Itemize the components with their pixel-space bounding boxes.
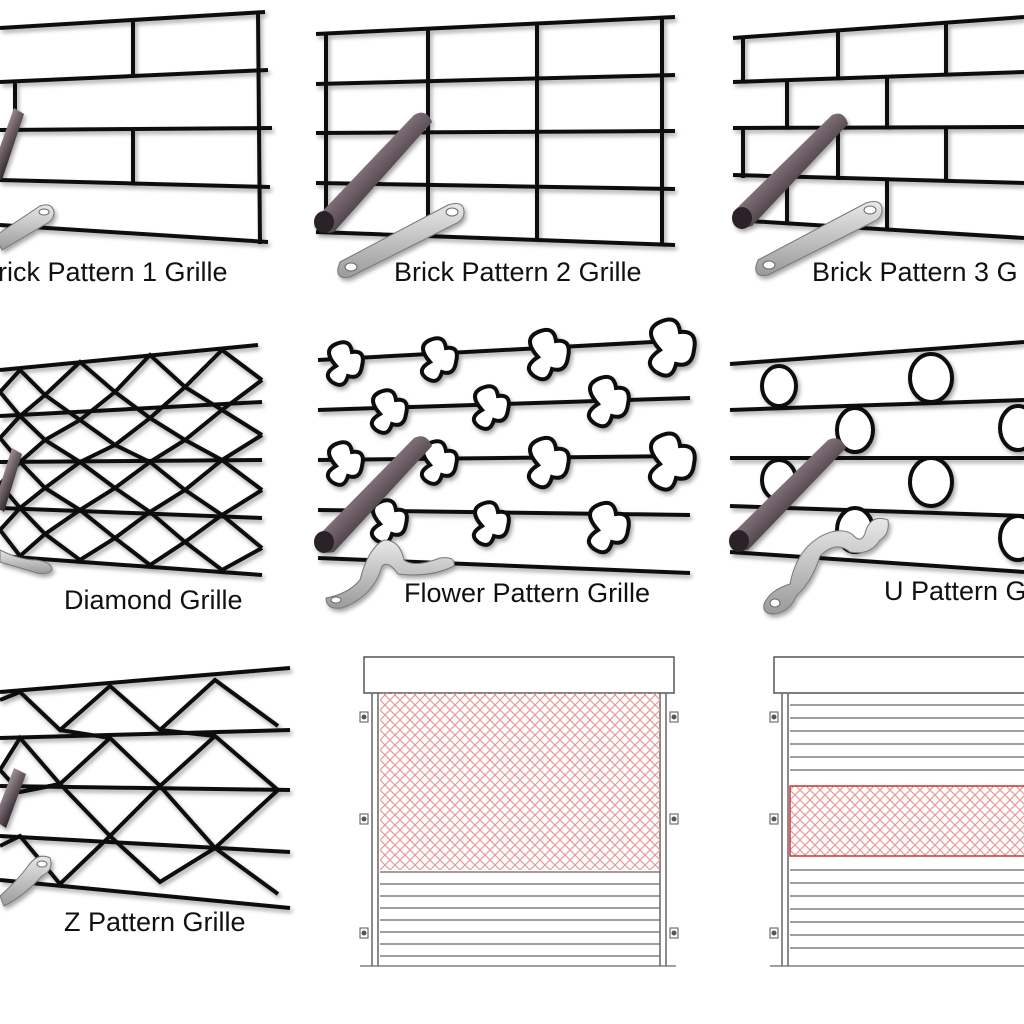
- shutter-1-slats: [360, 871, 676, 967]
- brick-1-rod: [0, 108, 24, 180]
- u-clip: [763, 517, 889, 615]
- brick-3-caption: Brick Pattern 3 G: [812, 257, 1018, 287]
- brick-3-rod: [732, 113, 848, 229]
- brick-1-grille-drawing: [0, 10, 273, 245]
- diamond-grille-drawing: [0, 343, 264, 577]
- brick-1-caption: rick Pattern 1 Grille: [0, 257, 228, 287]
- u-rod: [729, 438, 846, 552]
- shutter-1-mesh-panel: [380, 693, 660, 870]
- diamond-rod: [0, 448, 22, 512]
- u-pattern-tile: [729, 340, 1024, 615]
- diamond-grille-tile: [0, 343, 264, 577]
- diamond-caption: Diamond Grille: [64, 585, 243, 615]
- flower-motifs: [325, 317, 697, 555]
- brick-2-clip: [337, 203, 465, 279]
- shutter-upper-mesh-tile: [359, 656, 679, 967]
- shutter-2-brackets: [769, 711, 779, 939]
- shutter-middle-mesh-tile: [769, 656, 1024, 967]
- flower-caption: Flower Pattern Grille: [404, 578, 650, 608]
- brick-1-clip: [0, 204, 55, 251]
- brick-3-clip: [755, 201, 883, 277]
- z-grille-drawing: [0, 666, 291, 910]
- brick-pattern-3-tile: [732, 15, 1024, 277]
- brick-2-caption: Brick Pattern 2 Grille: [394, 257, 642, 287]
- flower-pattern-tile: [314, 317, 697, 609]
- shutter-2-mesh-panel: [789, 785, 1024, 857]
- z-pattern-caption: Z Pattern Grille: [64, 907, 246, 937]
- z-clip: [0, 855, 52, 907]
- brick-pattern-1-tile: [0, 10, 273, 251]
- z-pattern-tile: [0, 666, 291, 910]
- z-rod: [0, 768, 26, 828]
- brick-2-grille-drawing: [315, 15, 676, 247]
- brick-pattern-2-tile: [314, 15, 676, 279]
- flower-clip: [325, 539, 455, 609]
- diamond-clip: [0, 549, 53, 575]
- shutter-2-slats: [770, 704, 1024, 967]
- shutter-1-head-box: [363, 656, 675, 694]
- shutter-1-brackets: [359, 711, 679, 939]
- shutter-2-guide-rails: [781, 693, 789, 966]
- u-pattern-caption: U Pattern G: [884, 576, 1024, 606]
- flower-rod: [314, 436, 432, 553]
- shutter-2-head-box: [773, 656, 1024, 694]
- brick-2-rod: [314, 112, 432, 233]
